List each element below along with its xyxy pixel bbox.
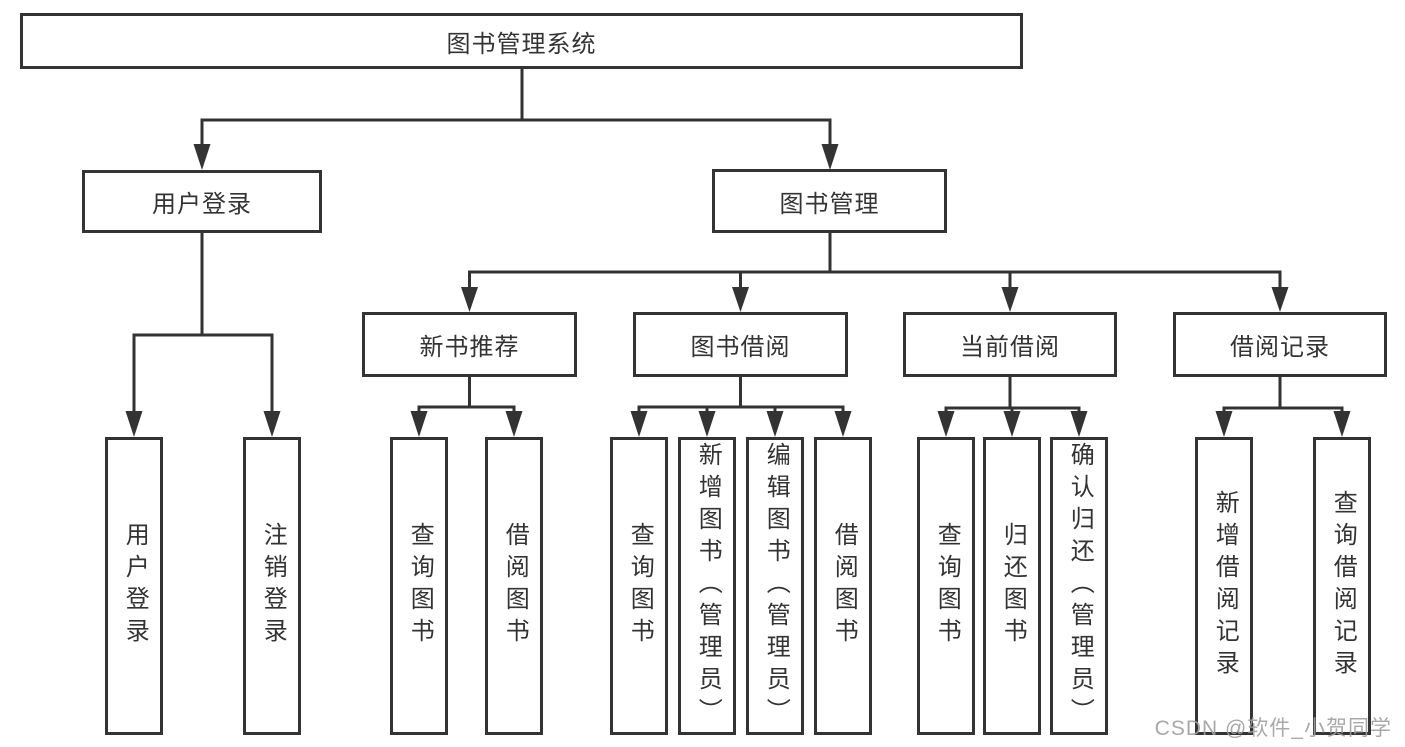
connector-borrow-to-leaves [637,377,845,413]
arrow-icon [1003,411,1021,437]
arrow-icon [630,411,648,437]
leaf-query-books-current: 查询图书 [917,437,975,735]
leaf-user-login: 用户登录 [105,437,163,735]
arrow-icon [1215,411,1233,437]
connector-records-to-leaves [1222,377,1344,413]
node-book-borrow-label: 图书借阅 [690,334,791,361]
arrow-icon [766,411,784,437]
leaf-borrow-books: 借阅图书 [814,437,872,735]
connector-bookmgmt-to-level3 [468,233,1282,289]
leaf-add-borrow-record: 新增借阅记录 [1195,437,1253,735]
leaf-query-books-borrow-label: 查询图书 [626,522,654,650]
leaf-confirm-return-admin-label: 确认归还（管理员） [1066,442,1094,730]
arrow-icon [461,287,478,312]
leaf-query-borrow-record-label: 查询借阅记录 [1329,490,1357,682]
arrow-icon [263,411,281,437]
arrow-icon [1070,411,1088,437]
node-current-borrow: 当前借阅 [903,312,1117,377]
node-user-login-label: 用户登录 [152,191,252,218]
leaf-edit-books-admin-label: 编辑图书（管理员） [762,442,790,730]
node-new-book-recommend: 新书推荐 [362,312,577,377]
node-borrow-records: 借阅记录 [1173,312,1387,377]
node-book-management-label: 图书管理 [779,190,880,218]
arrow-icon [125,411,143,437]
arrow-icon [937,411,955,437]
node-new-book-recommend-label: 新书推荐 [419,334,520,361]
arrow-icon [193,144,211,170]
leaf-add-books-admin: 新增图书（管理员） [678,437,736,735]
arrow-icon [698,411,716,437]
node-root: 图书管理系统 [20,13,1023,69]
leaf-return-books-label: 归还图书 [999,522,1027,650]
leaf-return-books: 归还图书 [983,437,1041,735]
connector-root-to-level2 [200,69,832,146]
node-user-login: 用户登录 [82,170,322,233]
node-current-borrow-label: 当前借阅 [960,334,1060,361]
arrow-icon [834,411,852,437]
connector-current-to-leaves [944,377,1081,413]
leaf-query-books-recommend-label: 查询图书 [406,522,434,650]
leaf-query-books-current-label: 查询图书 [933,522,961,650]
arrow-icon [505,411,523,437]
leaf-confirm-return-admin: 确认归还（管理员） [1050,437,1108,735]
leaf-add-borrow-record-label: 新增借阅记录 [1211,490,1239,682]
arrow-icon [821,144,839,170]
watermark-text: CSDN @软件_小贺同学 [1154,717,1392,740]
node-book-management: 图书管理 [712,169,947,233]
arrow-icon [1333,411,1351,437]
connector-newbooks-to-leaves [417,377,516,413]
leaf-borrow-books-recommend: 借阅图书 [485,437,543,735]
arrow-icon [410,411,428,437]
node-borrow-records-label: 借阅记录 [1230,334,1330,361]
connector-userlogin-to-leaves [132,233,274,413]
leaf-borrow-books-recommend-label: 借阅图书 [501,522,529,650]
leaf-edit-books-admin: 编辑图书（管理员） [746,437,804,735]
leaf-query-borrow-record: 查询借阅记录 [1313,437,1371,735]
leaf-borrow-books-label: 借阅图书 [830,522,858,650]
leaf-logout: 注销登录 [243,437,301,735]
arrow-icon [732,287,749,312]
arrow-icon [1001,287,1019,312]
node-book-borrow: 图书借阅 [633,312,848,377]
leaf-add-books-admin-label: 新增图书（管理员） [694,442,722,730]
arrow-icon [1271,287,1289,312]
node-root-label: 图书管理系统 [446,30,597,58]
leaf-user-login-label: 用户登录 [121,522,149,650]
leaf-query-books-recommend: 查询图书 [390,437,448,735]
leaf-logout-label: 注销登录 [259,522,287,650]
leaf-query-books-borrow: 查询图书 [610,437,668,735]
